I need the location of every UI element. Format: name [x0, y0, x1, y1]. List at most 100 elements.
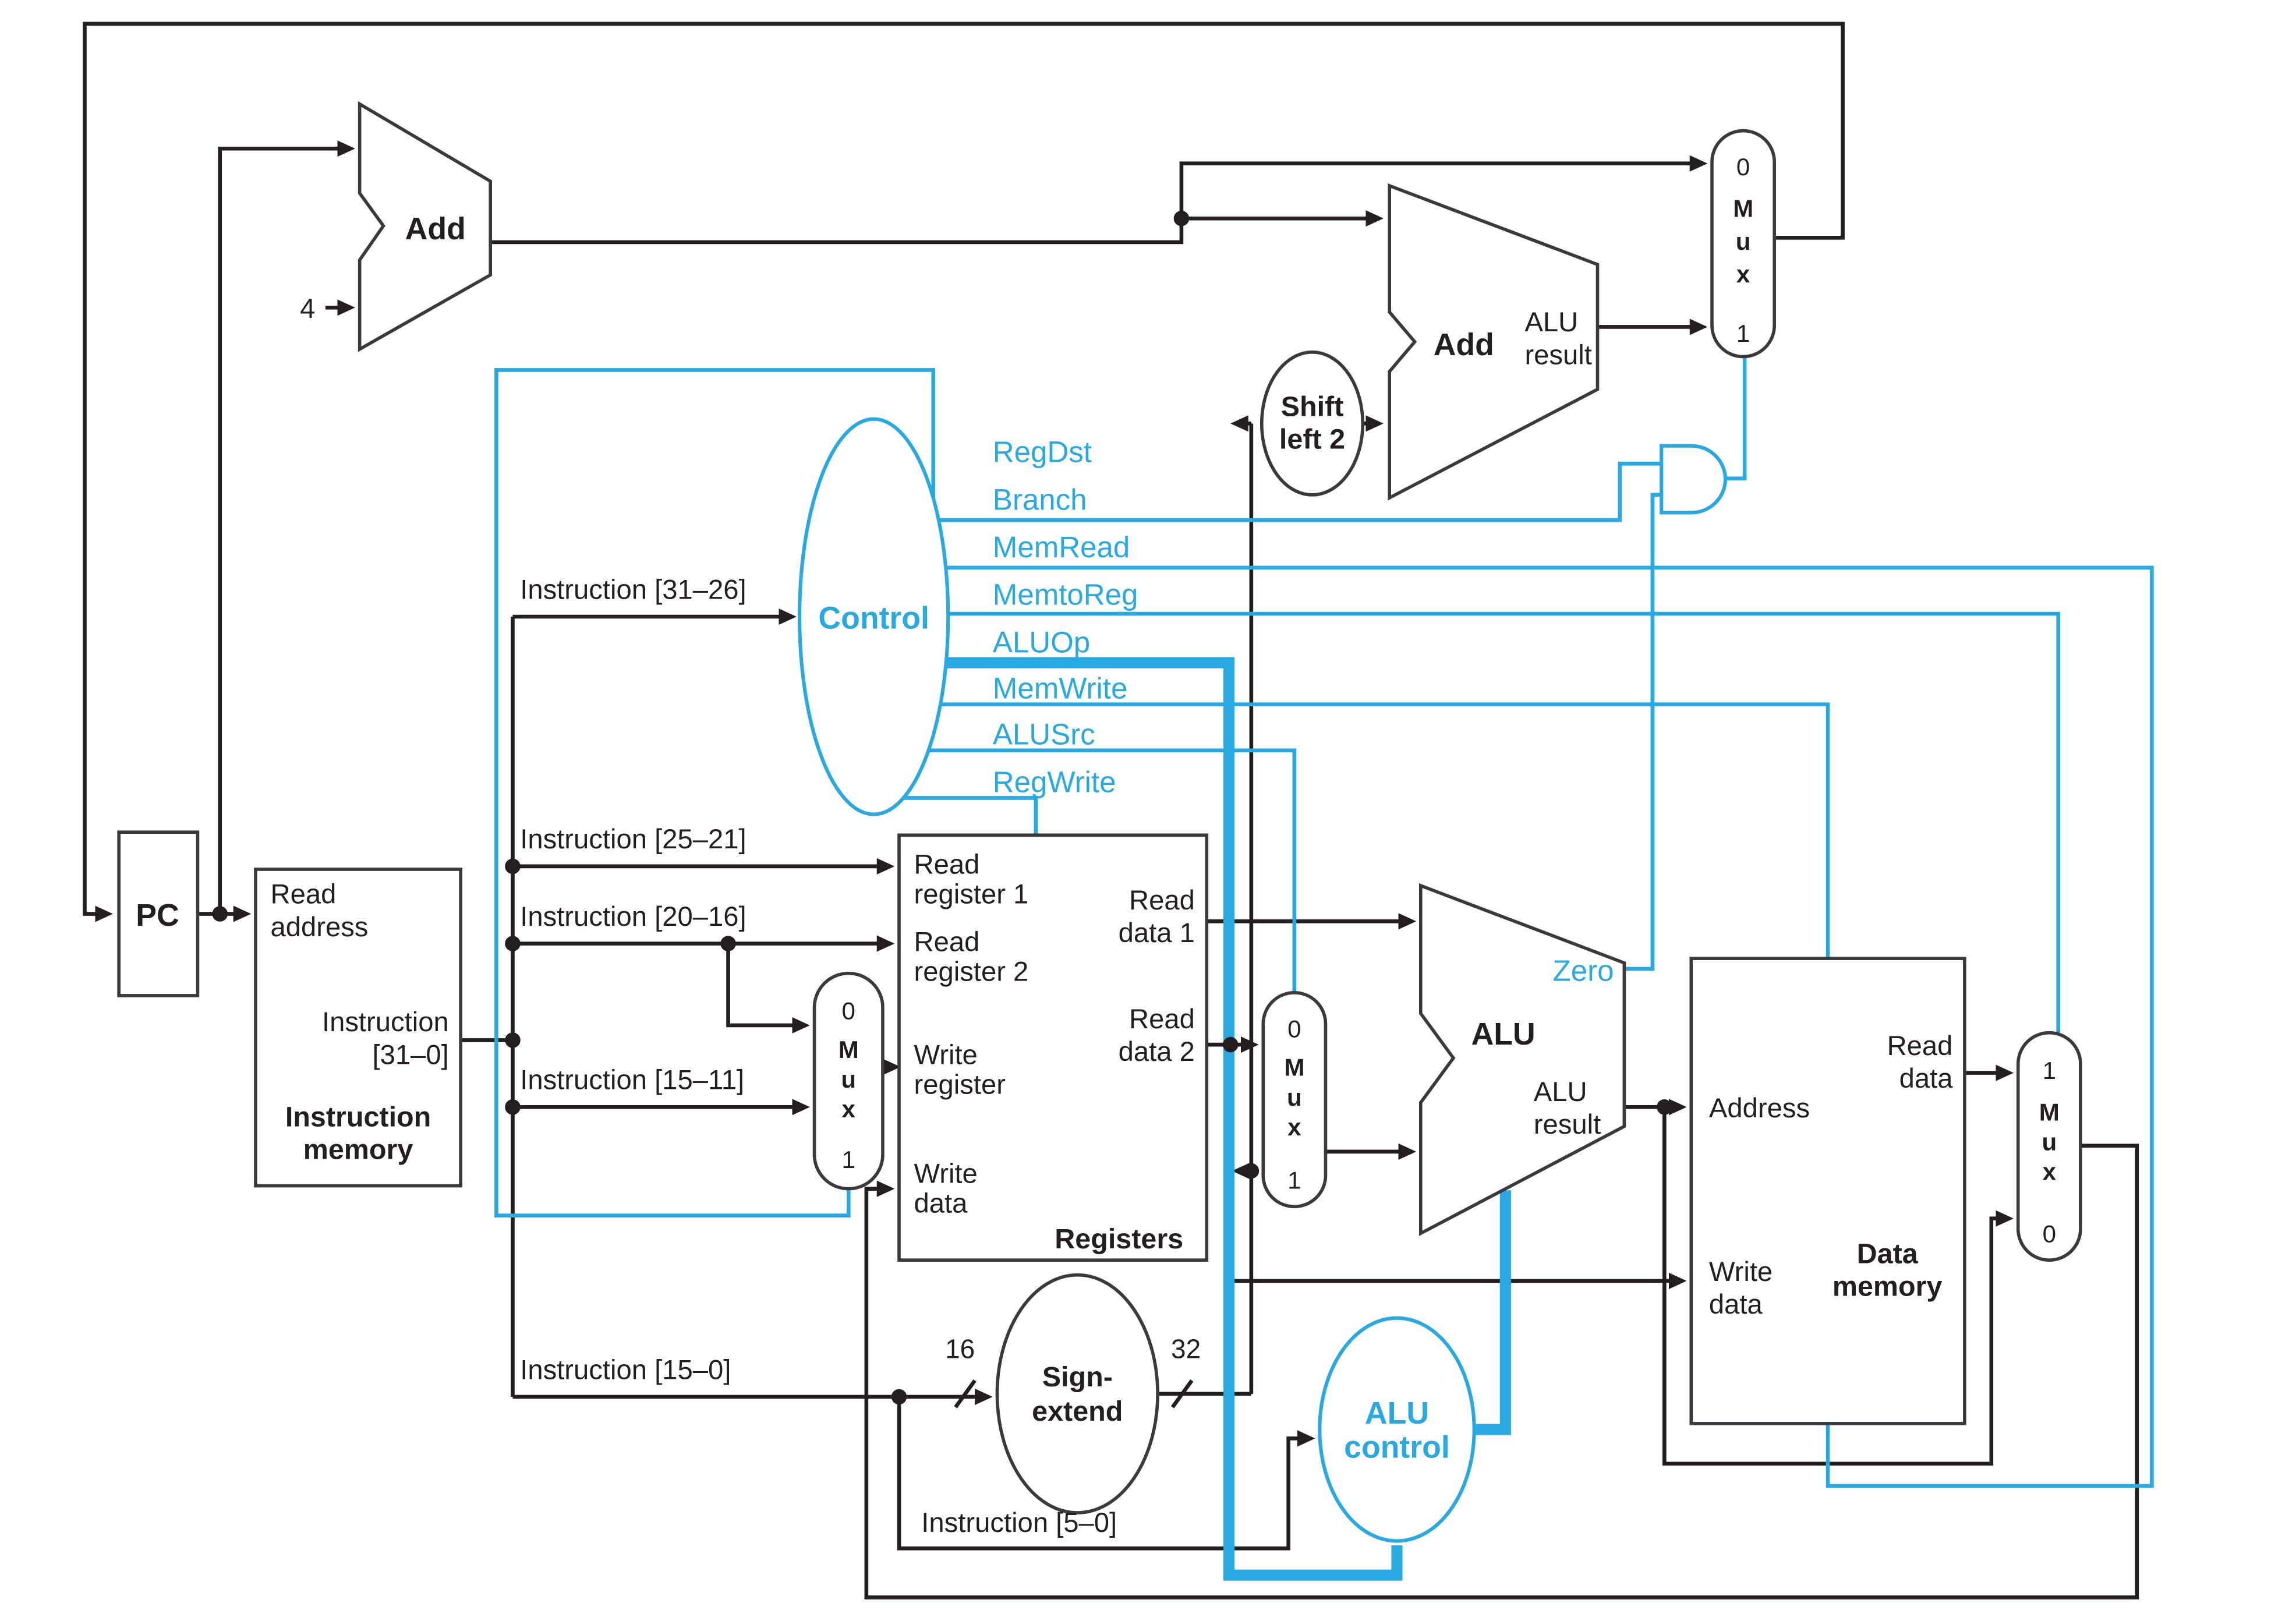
wire-pc4-to-mux: [490, 155, 1708, 245]
wire-alu-result-loop: [1662, 1107, 2014, 1466]
dmem-wd-2: data: [1709, 1289, 1763, 1320]
field-31-26: Instruction [31–26]: [520, 574, 746, 605]
registers-block: [897, 833, 1209, 1262]
data-memory: [1689, 957, 1966, 1425]
field-25-21: Instruction [25–21]: [520, 824, 746, 855]
pcsrc-mux-1: 1: [1736, 320, 1750, 347]
alusrc-mux-u: u: [1287, 1084, 1302, 1111]
branch-adder: [1388, 183, 1600, 501]
wire-regdst: [494, 368, 936, 1217]
reg-rd1-2: data 1: [1119, 918, 1195, 948]
branch-adder-result-2: result: [1524, 339, 1591, 370]
dmem-rd-1: Read: [1887, 1031, 1953, 1061]
wire-zero: [1624, 493, 1662, 971]
wire-f5-0: [897, 1396, 1315, 1551]
junction-dots: [212, 210, 1672, 1405]
signal-memread: MemRead: [993, 530, 1130, 564]
junction-pc4: [1173, 210, 1190, 226]
wire-branch: [876, 461, 1662, 522]
signal-memtoreg: MemtoReg: [993, 578, 1138, 611]
pc-label: PC: [136, 898, 179, 933]
reg-rr1-2: register 1: [914, 879, 1029, 910]
alu-result-1: ALU: [1534, 1077, 1587, 1107]
shift-label-1: Shift: [1281, 391, 1344, 423]
alusrc-mux: [1261, 990, 1328, 1209]
alu: [1419, 883, 1626, 1236]
wire-regwrite: [876, 796, 1038, 836]
junction-alu-result: [1657, 1099, 1672, 1115]
pcsrc-mux-u: u: [1736, 228, 1751, 255]
control-unit: [797, 417, 950, 816]
alu-zero-label: Zero: [1553, 954, 1614, 987]
reg-rd2-2: data 2: [1119, 1036, 1195, 1067]
junction-bus-4: [505, 1099, 521, 1115]
memtoreg-mux-x: x: [2043, 1158, 2057, 1185]
reg-rr2-2: register 2: [914, 956, 1029, 987]
regdst-mux-x: x: [842, 1095, 856, 1123]
memtoreg-mux-m: M: [2039, 1098, 2060, 1126]
black-wires: [83, 22, 2139, 1599]
instruction-memory: [254, 868, 462, 1188]
signal-alusrc: ALUSrc: [993, 718, 1095, 751]
pcsrc-mux-m: M: [1733, 195, 1753, 222]
field-20-16: Instruction [20–16]: [520, 901, 746, 932]
junction-readdata2: [1222, 1036, 1239, 1053]
pcsrc-mux-x: x: [1736, 260, 1750, 288]
alucontrol-label-1: ALU: [1365, 1396, 1429, 1431]
imem-readaddr-2: address: [270, 912, 368, 943]
dmem-address: Address: [1709, 1093, 1810, 1124]
signal-memwrite: MemWrite: [993, 671, 1128, 705]
shift-label-2: left 2: [1279, 424, 1345, 455]
dmem-name-2: memory: [1832, 1270, 1943, 1302]
wire-pc-to-adder: [218, 140, 355, 914]
pc-register: [117, 830, 200, 997]
alusrc-mux-m: M: [1284, 1054, 1304, 1081]
imem-out-1: Instruction: [322, 1007, 449, 1038]
alu-result-2: result: [1534, 1109, 1601, 1140]
reg-wd-1: Write: [914, 1158, 978, 1189]
wire-pc-feedback: [83, 22, 1845, 922]
regdst-mux-u: u: [841, 1066, 856, 1093]
junction-f15-0: [891, 1389, 907, 1405]
wire-alucontrol-out: [1474, 1190, 1511, 1435]
signal-regdst: RegDst: [993, 436, 1092, 469]
imem-name-1: Instruction: [285, 1101, 431, 1132]
width-16: 16: [945, 1334, 975, 1364]
memtoreg-mux: [2016, 1031, 2082, 1262]
control-wires: [494, 356, 2154, 1581]
reg-rd2-1: Read: [1129, 1004, 1195, 1035]
and-gate: [1660, 444, 1727, 515]
dmem-name-1: Data: [1857, 1238, 1919, 1269]
registers-name: Registers: [1055, 1223, 1183, 1255]
wire-and-out: [1727, 356, 1747, 481]
field-15-0: Instruction [15–0]: [520, 1354, 731, 1385]
slash-32-icon: [1170, 1379, 1194, 1408]
pc-adder: [358, 101, 493, 352]
alusrc-mux-x: x: [1287, 1113, 1301, 1141]
slash-16-icon: [954, 1379, 977, 1408]
signal-branch: Branch: [993, 483, 1087, 516]
memtoreg-mux-1: 1: [2043, 1057, 2056, 1084]
four-label: 4: [300, 293, 315, 324]
control-label: Control: [818, 601, 929, 636]
pc-adder-label: Add: [405, 211, 466, 246]
reg-rr1-1: Read: [914, 850, 980, 880]
reg-rr2-1: Read: [914, 926, 980, 957]
junction-f20-16: [720, 936, 736, 951]
field-15-11: Instruction [15–11]: [520, 1065, 744, 1096]
junction-pc-out: [212, 906, 228, 922]
width-32: 32: [1171, 1334, 1201, 1364]
imem-name-2: memory: [303, 1134, 413, 1166]
signal-regwrite: RegWrite: [993, 765, 1116, 798]
blocks: [117, 101, 2082, 1543]
alusrc-mux-0: 0: [1287, 1015, 1301, 1042]
signext-label-1: Sign-: [1042, 1361, 1113, 1393]
junction-immediate: [1243, 1163, 1260, 1179]
sign-extend: [995, 1273, 1159, 1514]
alusrc-mux-1: 1: [1287, 1167, 1301, 1194]
branch-adder-label: Add: [1434, 327, 1494, 362]
alucontrol-label-2: control: [1344, 1430, 1450, 1465]
wire-writeback: [864, 1144, 2139, 1599]
branch-adder-result-1: ALU: [1524, 307, 1578, 338]
reg-wd-2: data: [914, 1188, 968, 1219]
